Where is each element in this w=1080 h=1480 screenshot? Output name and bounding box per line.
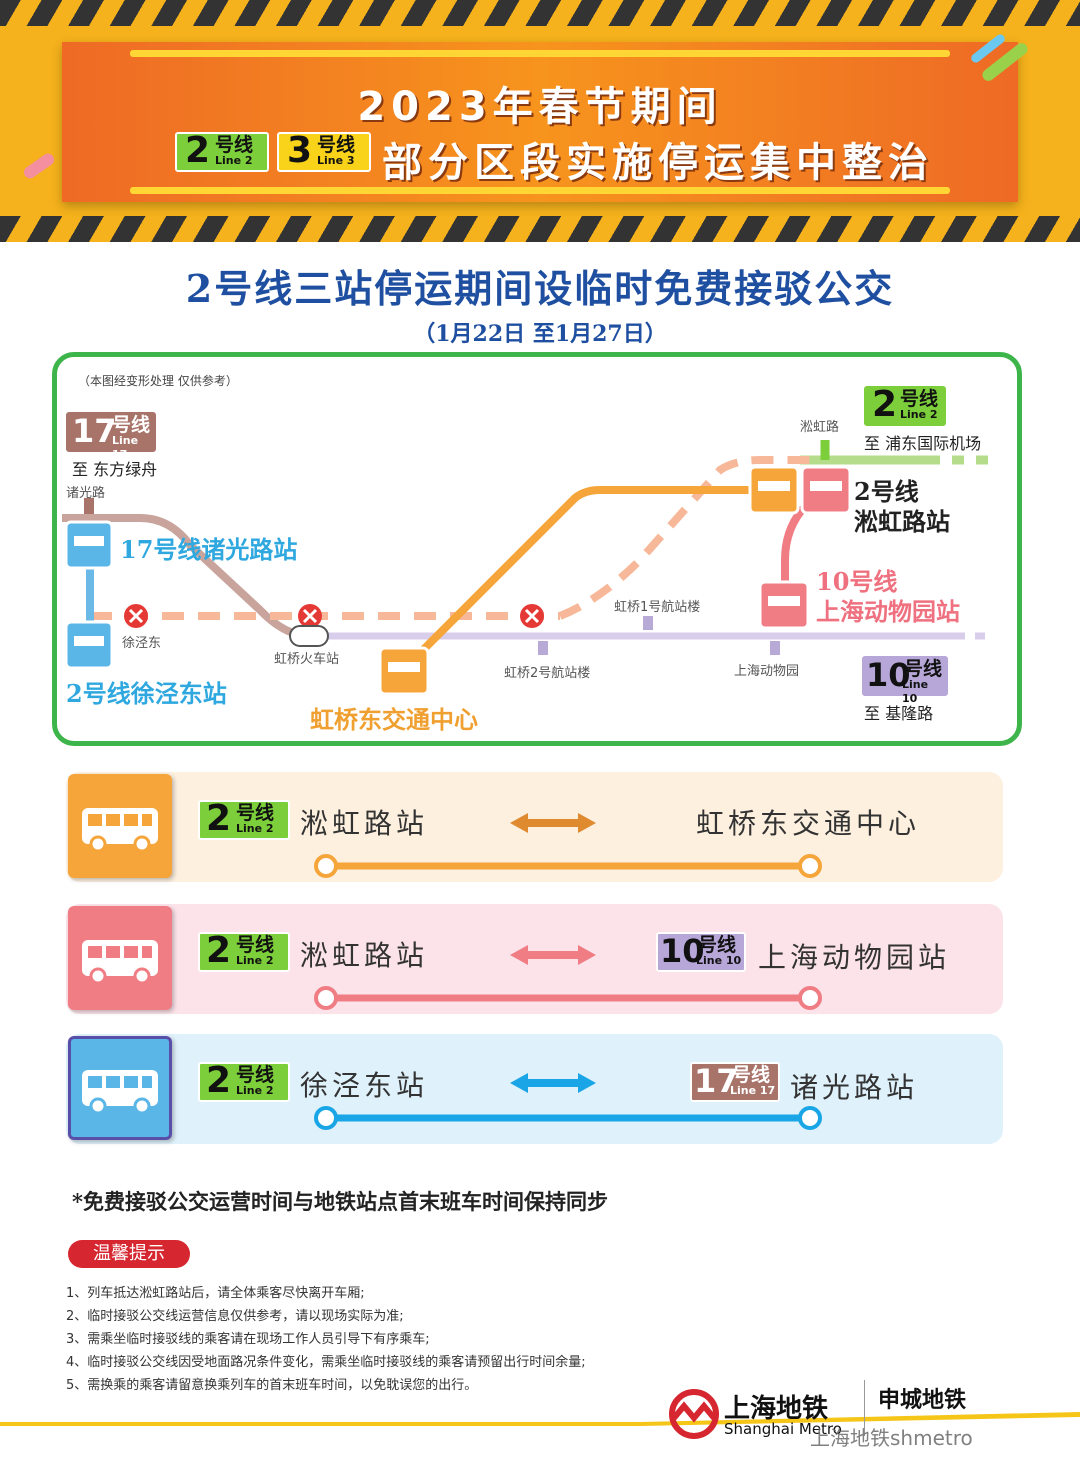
route3-to: 诸光路站 xyxy=(790,1071,919,1104)
bus-icon xyxy=(68,906,172,1010)
map-line2-badge: 2 号线 Line 2 xyxy=(864,385,946,426)
route2-line2-badge: 2 号线 Line 2 xyxy=(198,931,290,972)
line2-badge: 2 号线 Line 2 xyxy=(175,131,269,172)
bus-icon-blue-north xyxy=(64,520,114,570)
zoo-tick xyxy=(770,641,780,655)
t2-label: 虹桥2号航站楼 xyxy=(504,666,591,681)
headline-main: 部分区段实施停运集中整治 xyxy=(382,140,934,186)
xujing-stop-label: 2号线徐泾东站 xyxy=(66,679,227,708)
closed-station-icon xyxy=(124,604,148,628)
wechat-watermark: 上海地铁shmetro xyxy=(810,1426,973,1450)
schedule-note: *免费接驳公交运营时间与地铁站点首末班车时间保持同步 xyxy=(72,1189,608,1214)
interchange-icon xyxy=(289,625,329,647)
tip-item: 2、临时接驳公交线运营信息仅供参考，请以现场实际为准; xyxy=(66,1309,404,1324)
route-card-orange: 2 号线 Line 2 淞虹路站 虹桥东交通中心 xyxy=(66,772,1003,882)
map-line10-badge: 10 号线 Line 10 xyxy=(862,656,948,705)
bus-icon-pink-zoo xyxy=(758,580,810,630)
songhong-stop-name: 淞虹路站 xyxy=(854,507,950,536)
bus-icon xyxy=(68,1036,172,1140)
logo-text-en: Shanghai Metro xyxy=(724,1420,842,1438)
t1-label: 虹桥1号航站楼 xyxy=(614,600,701,615)
closed-station-icon xyxy=(298,604,322,628)
zoo-label: 上海动物园 xyxy=(734,664,800,679)
line2-direction: 至 浦东国际机场 xyxy=(864,434,982,453)
double-arrow-icon xyxy=(510,813,596,833)
footer-divider xyxy=(864,1380,865,1436)
line10-direction: 至 基隆路 xyxy=(864,704,934,723)
route3-line17-badge: 17 号线 Line 17 xyxy=(690,1062,780,1102)
map-disclaimer: （本图经变形处理 仅供参考） xyxy=(78,374,238,388)
bus-icon xyxy=(68,774,172,878)
logo-text-cn: 上海地铁 xyxy=(724,1394,829,1424)
route1-line xyxy=(314,854,822,878)
hongqiao-rail-label: 虹桥火车站 xyxy=(274,652,340,667)
route-card-blue: 2 号线 Line 2 徐泾东站 17 号线 Line 17 诸光路站 xyxy=(66,1034,1003,1144)
closed-station-icon xyxy=(520,604,544,628)
headline-year: 2023年春节期间 xyxy=(357,84,723,130)
bus-icon-pink-songhong xyxy=(800,465,852,515)
line17-direction: 至 东方绿舟 xyxy=(72,460,158,479)
route3-line2-badge: 2 号线 Line 2 xyxy=(198,1061,290,1102)
zhuguang-label: 诸光路 xyxy=(66,486,106,501)
t1-tick xyxy=(643,616,653,630)
route1-line2-badge: 2 号线 Line 2 xyxy=(198,799,290,840)
shanghai-metro-logo-icon xyxy=(669,1389,719,1439)
line3-badge: 3 号线 Line 3 xyxy=(277,131,371,172)
zoo-stop-line: 10号线 xyxy=(816,567,898,596)
tip-item: 3、需乘坐临时接驳线的乘客请在现场工作人员引导下有序乘车; xyxy=(66,1332,430,1347)
date-range: （1月22日 至1月27日） xyxy=(413,321,667,347)
route3-from: 徐泾东站 xyxy=(300,1069,429,1102)
tip-item: 4、临时接驳公交线因受地面路况条件变化，需乘坐临时接驳线的乘客请预留出行时间余量… xyxy=(66,1355,586,1370)
route-card-pink: 2 号线 Line 2 淞虹路站 10 号线 Line 10 上海动物园站 xyxy=(66,904,1003,1014)
songhong-label: 淞虹路 xyxy=(800,420,840,435)
tip-item: 5、需换乘的乘客请留意换乘列车的首末班车时间，以免耽误您的出行。 xyxy=(66,1378,478,1393)
route2-from: 淞虹路站 xyxy=(300,939,429,972)
bus-icon-blue-south xyxy=(64,620,114,670)
panel-rule-top xyxy=(130,50,950,57)
hazard-stripe-top xyxy=(0,0,1080,26)
double-arrow-icon xyxy=(510,945,596,965)
shencheng-metro-text: 申城地铁 xyxy=(878,1388,967,1413)
bus-icon-orange-hqeast xyxy=(378,646,430,696)
zhuguang-tick xyxy=(84,498,94,514)
route1-to: 虹桥东交通中心 xyxy=(696,807,921,840)
bus-icon-orange-songhong xyxy=(748,465,800,515)
footer-rule xyxy=(0,1412,1080,1426)
route2-line xyxy=(314,986,822,1010)
route2-line10-badge: 10 号线 Line 10 xyxy=(656,932,746,972)
line17-badge: 17 号线 Line 17 xyxy=(66,412,156,461)
route3-line xyxy=(314,1106,822,1130)
zhuguang-stop-label: 17号线诸光路站 xyxy=(120,535,298,564)
xujing-label: 徐泾东 xyxy=(122,636,162,651)
hazard-stripe-bottom xyxy=(0,216,1080,242)
headline-panel xyxy=(62,42,1018,202)
tip-item: 1、列车抵达淞虹路站后，请全体乘客尽快离开车厢; xyxy=(66,1286,365,1301)
route2-to: 上海动物园站 xyxy=(758,941,951,974)
songhong-stop-line: 2号线 xyxy=(854,477,919,506)
double-arrow-icon xyxy=(510,1073,596,1093)
subtitle: 2号线三站停运期间设临时免费接驳公交 xyxy=(185,266,895,311)
panel-rule-bottom xyxy=(130,187,950,194)
header-banner: 2023年春节期间 2 号线 Line 2 3 号线 Line 3 部分区段实施… xyxy=(0,0,1080,242)
map-lines xyxy=(62,440,990,696)
zoo-stop-name: 上海动物园站 xyxy=(816,597,960,626)
t2-tick xyxy=(538,641,548,655)
shuttle-orange xyxy=(402,486,775,671)
hongqiao-east-label: 虹桥东交通中心 xyxy=(310,705,478,734)
route1-from: 淞虹路站 xyxy=(300,807,429,840)
route-map xyxy=(52,352,1022,746)
tips-title: 温馨提示 xyxy=(68,1240,190,1268)
